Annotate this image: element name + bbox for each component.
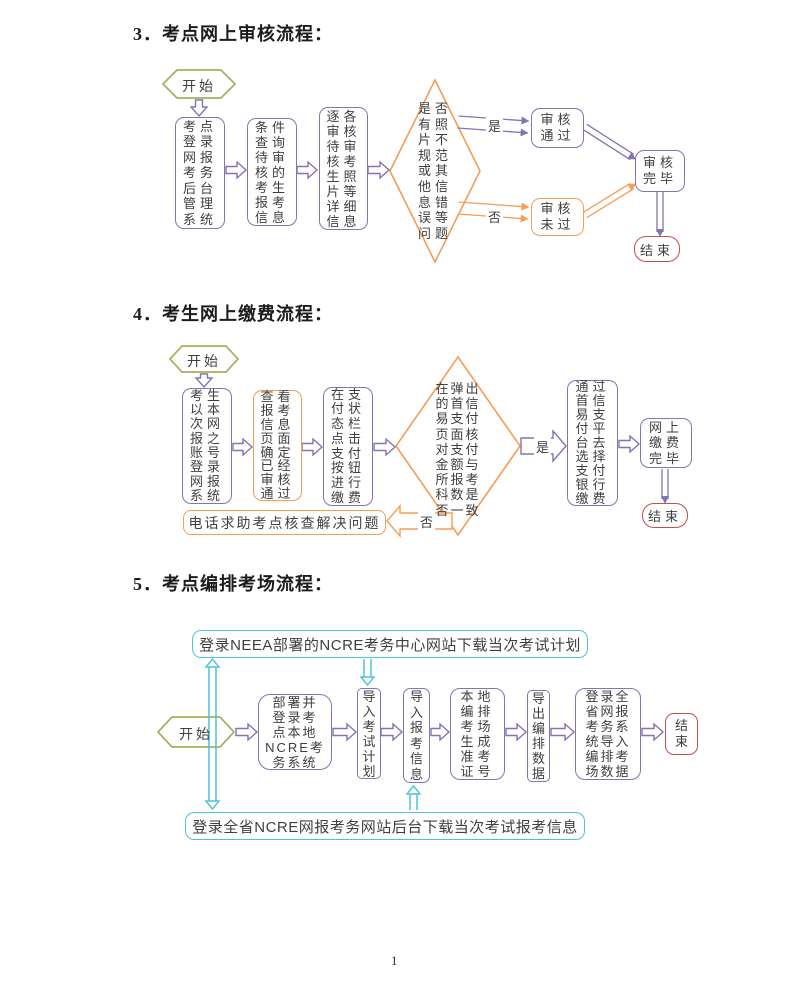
arrange-step-deploy: 部署并 登录考 点本地 NCRE考 务系统 bbox=[258, 694, 332, 770]
flow-arrow bbox=[332, 722, 358, 742]
flow-arrow bbox=[550, 722, 576, 742]
flow-arrow bbox=[430, 722, 451, 742]
decision-diamond-payment bbox=[395, 355, 521, 537]
review-no-label: 否 bbox=[486, 207, 504, 226]
arrange-step-import-plan: 导 入 考 试 计 划 bbox=[357, 688, 381, 779]
arrange-step-import-reg: 导 入 报 考 信 息 bbox=[403, 688, 430, 783]
flow-arrow bbox=[373, 437, 397, 457]
section-heading-arrange: 5．考点编排考场流程： bbox=[133, 574, 333, 594]
review-yes-label: 是 bbox=[486, 116, 504, 135]
review-decision-text: 是否 有照 片不 规范 或其 他信 息错 误等 问题 bbox=[417, 101, 452, 241]
flow-arrow bbox=[301, 437, 324, 457]
review-end-box: 结束 bbox=[634, 236, 680, 262]
start-label-arrange: 开始 bbox=[179, 726, 213, 742]
flow-connector bbox=[204, 657, 221, 811]
section-heading-payment: 4．考生网上缴费流程： bbox=[133, 304, 333, 324]
start-hexagon-review bbox=[161, 69, 237, 99]
decision-diamond-review bbox=[389, 78, 481, 264]
review-complete-box: 审核 完毕 bbox=[635, 150, 685, 192]
payment-step-paybtn: 在支 付状 态栏 点击 支付 按钮 进行 缴费 bbox=[323, 387, 373, 506]
payment-step-login: 考生 以本 次网 报之 账号 登录 网报 系统 bbox=[182, 388, 232, 504]
arrange-step-upload: 登录全 省网报 考务系 统导入 编排考 场数据 bbox=[575, 688, 641, 780]
payment-done-box: 网上 缴费 完毕 bbox=[640, 418, 692, 468]
review-step-check: 逐各 审核 待审 核考 生照 片等 详细 信息 bbox=[319, 107, 368, 230]
review-step-query: 条件 查询 待审 核的 考生 报考 信息 bbox=[247, 118, 297, 226]
flow-arrow bbox=[189, 99, 209, 118]
payment-decision-text: 在弹出 的首信 易支付 页面核 对支付 金额与 所报考 科数是 否一致 bbox=[435, 381, 481, 518]
flow-arrow bbox=[367, 160, 391, 180]
payment-help-box: 电话求助考点核查解决问题 bbox=[183, 510, 386, 535]
payment-step-verify: 查看 报考 信息 页面 确定 已经 审核 通过 bbox=[253, 390, 302, 501]
arrange-step-export: 导 出 编 排 数 据 bbox=[527, 690, 550, 782]
flow-arrow bbox=[225, 160, 248, 180]
flow-arrows bbox=[189, 99, 669, 811]
flow-arrow bbox=[505, 722, 528, 742]
section-heading-review: 3．考点网上审核流程： bbox=[133, 24, 333, 44]
flow-arrow-double bbox=[582, 123, 637, 161]
review-step-login: 考点 登录 网报 考务 后台 管理 系统 bbox=[175, 117, 225, 229]
review-fail-box: 审核 未过 bbox=[531, 198, 584, 236]
flow-arrow-double bbox=[582, 182, 637, 219]
payment-pay-box: 通过 首信 易支 付平 台去 选择 支付 银行 缴费 bbox=[567, 380, 618, 506]
flow-arrow-double bbox=[661, 469, 669, 504]
flow-arrow bbox=[235, 722, 259, 742]
arrange-bottom-box: 登录全省NCRE网报考务网站后台下载当次考试报考信息 bbox=[185, 812, 585, 840]
review-pass-box: 审核 通过 bbox=[531, 108, 584, 148]
payment-no-label: 否 bbox=[418, 512, 436, 531]
page-number: 1 bbox=[391, 953, 398, 968]
start-hexagon-payment bbox=[168, 345, 240, 373]
flow-arrow bbox=[641, 722, 665, 742]
flow-arrow bbox=[618, 434, 641, 454]
payment-yes-label: 是 bbox=[534, 437, 552, 456]
start-label-payment: 开始 bbox=[187, 353, 221, 369]
start-hexagon-arrange bbox=[156, 716, 236, 748]
flow-connector bbox=[405, 784, 422, 810]
payment-end-box: 结束 bbox=[642, 503, 688, 528]
flow-arrow bbox=[296, 160, 319, 180]
flow-arrow bbox=[380, 722, 404, 742]
arrange-end-box: 结 束 bbox=[665, 713, 698, 755]
flow-arrow bbox=[194, 373, 214, 389]
flow-arrow-double bbox=[656, 192, 664, 237]
arrange-top-box: 登录NEEA部署的NCRE考务中心网站下载当次考试计划 bbox=[192, 630, 588, 658]
arrange-step-local-arrange: 本地 编排 考场 生成 准考 证号 bbox=[450, 688, 505, 780]
flow-arrow bbox=[232, 437, 254, 457]
flow-connector bbox=[359, 659, 376, 687]
start-label-review: 开始 bbox=[182, 78, 216, 94]
